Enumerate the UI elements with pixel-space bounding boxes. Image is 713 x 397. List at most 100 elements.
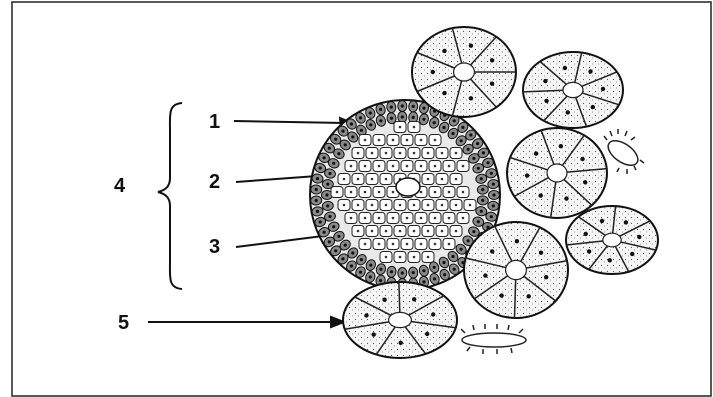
cell-nucleus — [427, 178, 430, 181]
cell-nucleus — [344, 244, 347, 247]
label-3: 3 — [209, 237, 220, 257]
cell-nucleus — [323, 231, 326, 234]
cell-nucleus — [425, 332, 429, 336]
cell-nucleus — [442, 261, 445, 264]
cell-nucleus — [543, 79, 547, 83]
cell-nucleus — [379, 268, 382, 271]
cell-nucleus — [460, 248, 463, 251]
cell-nucleus — [490, 58, 494, 62]
cell-nucleus — [406, 139, 409, 142]
cell-nucleus — [433, 121, 436, 124]
cell-nucleus — [527, 294, 531, 298]
cell-nucleus — [350, 122, 353, 125]
cell-nucleus — [351, 135, 354, 138]
cell-nucleus — [315, 188, 318, 191]
cell-nucleus — [422, 280, 425, 283]
cell-nucleus — [350, 217, 353, 220]
cell-nucleus — [420, 191, 423, 194]
cell-nucleus — [539, 193, 543, 197]
cell-nucleus — [337, 152, 340, 155]
cell-nucleus — [328, 172, 331, 175]
label-5: 5 — [118, 313, 129, 333]
cell-nucleus — [390, 270, 393, 273]
cell-nucleus — [316, 177, 319, 180]
cell-nucleus — [390, 117, 393, 120]
cell-nucleus — [379, 119, 382, 122]
cell-nucleus — [472, 230, 475, 233]
cell-nucleus — [431, 70, 435, 74]
cell-nucleus — [472, 157, 475, 160]
cell-nucleus — [427, 152, 430, 155]
cell-nucleus — [564, 196, 568, 200]
cell-nucleus — [328, 215, 331, 218]
cell-nucleus — [343, 178, 346, 181]
cell-nucleus — [364, 139, 367, 142]
cell-nucleus — [369, 275, 372, 278]
cell-nucleus — [460, 139, 463, 142]
cell-nucleus — [337, 235, 340, 238]
cell-nucleus — [412, 271, 415, 274]
cell-nucleus — [343, 204, 346, 207]
cell-nucleus — [360, 129, 363, 132]
cell-nucleus — [328, 147, 331, 150]
cell-nucleus — [379, 279, 382, 282]
cell-nucleus — [566, 110, 570, 114]
cell-nucleus — [422, 269, 425, 272]
cell-nucleus — [364, 313, 368, 317]
acinus-lumen — [547, 164, 567, 182]
cell-nucleus — [413, 126, 416, 129]
acinus-lumen — [454, 63, 475, 81]
cell-nucleus — [372, 332, 376, 336]
cell-nucleus — [399, 341, 403, 345]
acinus-lumen — [603, 233, 621, 247]
cell-nucleus — [401, 104, 404, 107]
cell-nucleus — [490, 172, 493, 175]
cell-nucleus — [336, 191, 339, 194]
cell-nucleus — [434, 243, 437, 246]
cell-nucleus — [483, 273, 487, 277]
cell-nucleus — [371, 178, 374, 181]
cell-nucleus — [350, 264, 353, 267]
cell-nucleus — [580, 157, 584, 161]
cell-nucleus — [378, 217, 381, 220]
cell-nucleus — [412, 116, 415, 119]
cell-nucleus — [422, 107, 425, 110]
cell-nucleus — [323, 156, 326, 159]
cell-nucleus — [434, 165, 437, 168]
cell-nucleus — [422, 118, 425, 121]
cell-nucleus — [442, 91, 446, 95]
cell-nucleus — [332, 225, 335, 228]
cell-nucleus — [467, 239, 470, 242]
cell-nucleus — [401, 271, 404, 274]
cell-nucleus — [481, 188, 484, 191]
cell-nucleus — [492, 204, 495, 207]
cell-nucleus — [433, 266, 436, 269]
cell-nucleus — [334, 249, 337, 252]
cell-nucleus — [480, 210, 483, 213]
cell-nucleus — [364, 243, 367, 246]
cell-nucleus — [420, 217, 423, 220]
acinus-lumen — [506, 260, 527, 279]
cell-nucleus — [357, 178, 360, 181]
cell-nucleus — [462, 191, 465, 194]
cell-nucleus — [357, 152, 360, 155]
cell-nucleus — [455, 230, 458, 233]
cell-nucleus — [462, 165, 465, 168]
cell-nucleus — [451, 255, 454, 258]
cell-nucleus — [539, 251, 543, 255]
label-1: 1 — [209, 112, 220, 132]
cell-nucleus — [448, 191, 451, 194]
cell-nucleus — [413, 256, 416, 259]
cell-nucleus — [341, 130, 344, 133]
cell-nucleus — [441, 230, 444, 233]
cell-nucleus — [344, 143, 347, 146]
cell-nucleus — [637, 235, 641, 239]
cell-nucleus — [467, 148, 470, 151]
cell-nucleus — [369, 123, 372, 126]
cell-nucleus — [326, 183, 329, 186]
cell-nucleus — [482, 151, 485, 154]
cell-nucleus — [492, 183, 495, 186]
label-2: 2 — [209, 172, 220, 192]
cell-nucleus — [624, 220, 628, 224]
cell-nucleus — [427, 204, 430, 207]
